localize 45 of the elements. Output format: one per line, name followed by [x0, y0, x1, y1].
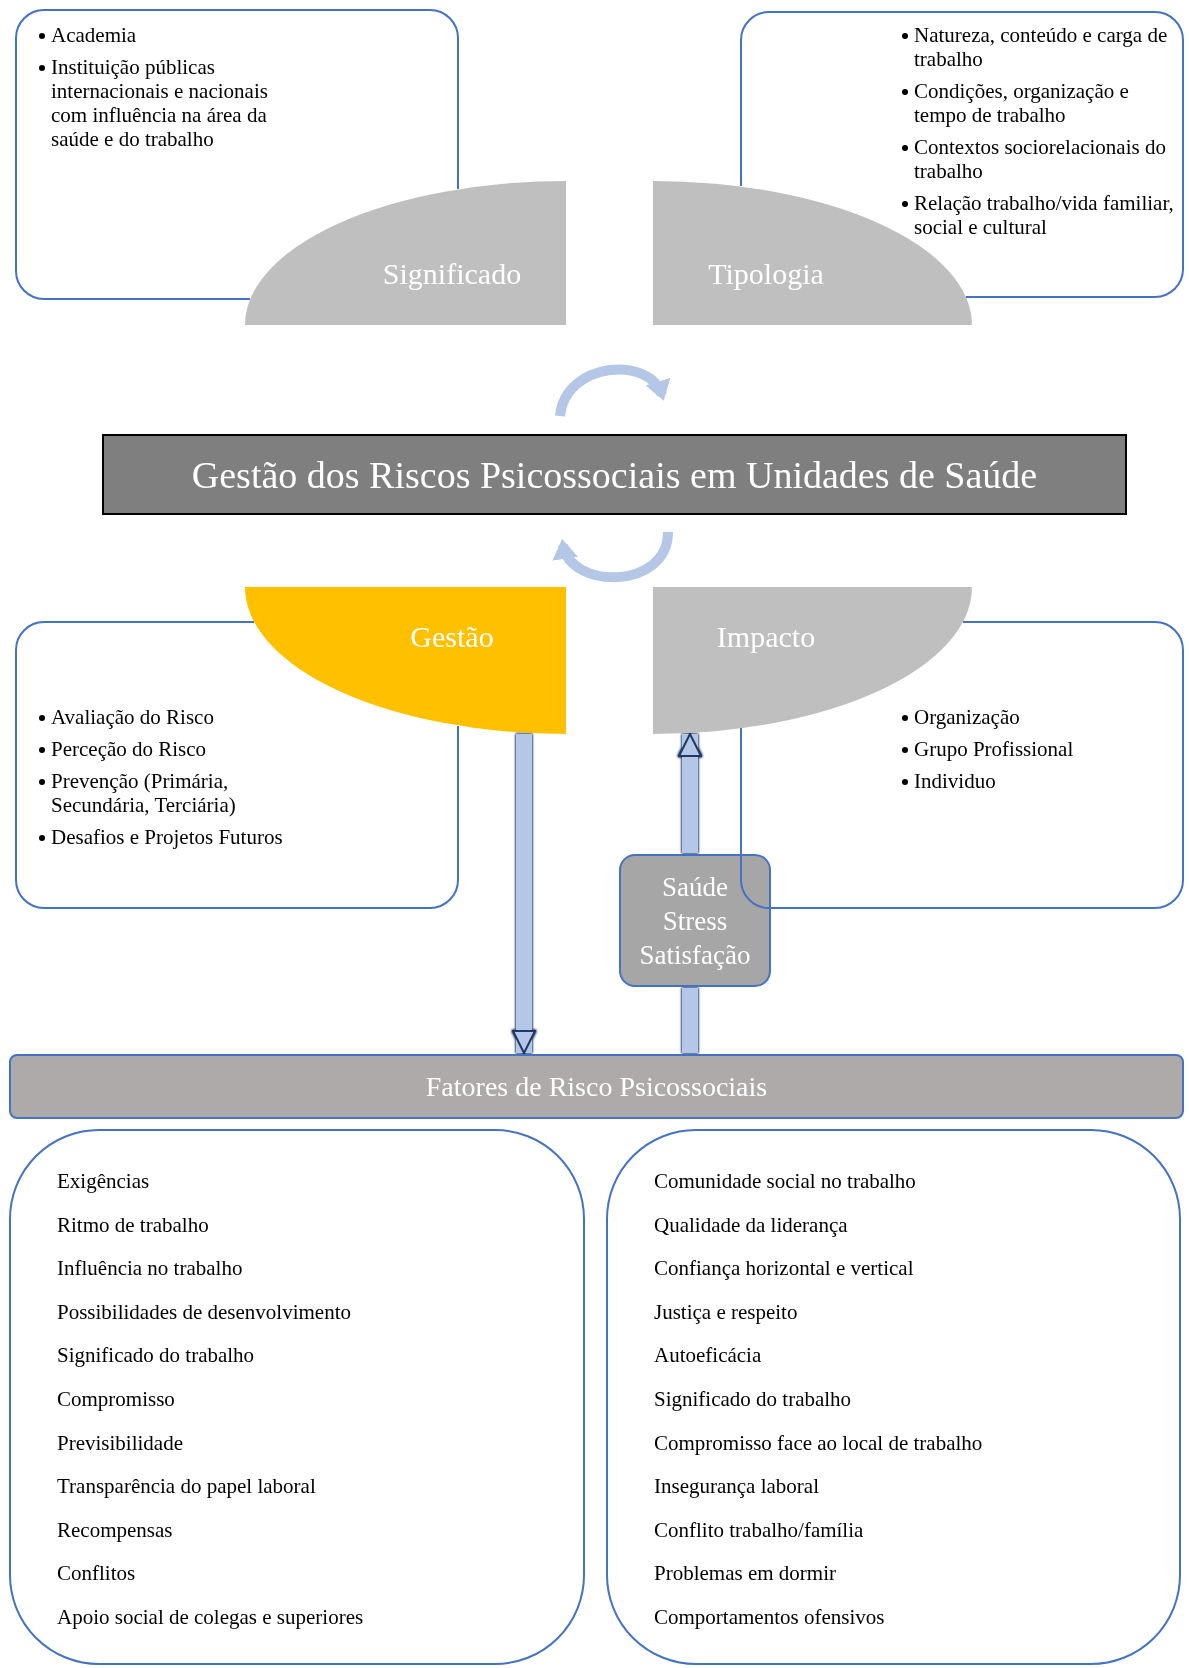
list-item: Comportamentos ofensivos	[654, 1605, 885, 1629]
bullet-item: Instituição públicas internacionais e nacionais com influência na área da saúde e do trabalho	[51, 55, 268, 151]
list-item: Compromisso	[57, 1387, 175, 1411]
block-arrow	[512, 733, 536, 1054]
bullet-item: Individuo	[914, 769, 996, 793]
bullet-item: Organização	[914, 705, 1020, 729]
list-item: Previsibilidade	[57, 1430, 183, 1455]
list-item: Justiça e respeito	[654, 1299, 798, 1324]
list-item: Confiança horizontal e vertical	[654, 1256, 914, 1281]
list-item: Recompensas	[57, 1517, 173, 1542]
list-item: Compromisso face ao local de trabalho	[654, 1430, 983, 1455]
bullet-item: Grupo Profissional	[914, 737, 1074, 761]
shape-label: Significado	[382, 257, 522, 291]
bullet-item: Avaliação do Risco	[51, 705, 214, 729]
bullet-item: Desafios e Projetos Futuros	[51, 825, 283, 849]
title-bar: Gestão dos Riscos Psicossociais em Unidades de Saúde	[102, 434, 1127, 515]
list-item: Significado do trabalho	[654, 1387, 852, 1411]
list-item: Conflito trabalho/família	[654, 1517, 864, 1542]
list-item: Exigências	[57, 1169, 150, 1193]
list-item: Possibilidades de desenvolvimento	[57, 1299, 351, 1324]
list-item: Conflitos	[57, 1561, 136, 1586]
bullet-item: Natureza, conteúdo e carga de trabalho	[914, 23, 1168, 71]
header-bar: Fatores de Risco Psicossociais	[9, 1054, 1184, 1119]
list-item: Autoeficácia	[654, 1343, 762, 1368]
factor-panel	[606, 1129, 1181, 1665]
bullet-item: Condições, organização e tempo de trabalho	[914, 79, 1129, 127]
bullet-item: Perceção do Risco	[51, 737, 207, 761]
shape-label: Impacto	[716, 620, 816, 654]
list-item: Comunidade social no trabalho	[654, 1169, 916, 1193]
list-item: Problemas em dormir	[654, 1561, 836, 1586]
shape-label: Gestão	[410, 620, 494, 654]
list-item: Transparência do papel laboral	[57, 1474, 316, 1499]
list-item: Qualidade da liderança	[654, 1212, 848, 1237]
list-item: Ritmo de trabalho	[57, 1212, 209, 1237]
factor-panel	[9, 1129, 585, 1665]
list-item: Apoio social de colegas e superiores	[57, 1605, 364, 1629]
list-item: Significado do trabalho	[57, 1343, 255, 1368]
bullet-item: Relação trabalho/vida familiar, social e cultural	[914, 191, 1174, 239]
shape-label: Tipologia	[708, 257, 824, 291]
list-item: Insegurança laboral	[654, 1474, 819, 1499]
bullet-item: Academia	[51, 23, 137, 47]
bullet-item: Prevenção (Primária, Secundária, Terciária)	[51, 769, 236, 817]
list-item: Influência no trabalho	[57, 1256, 243, 1281]
outcome-box: Saúde Stress Satisfação	[619, 854, 771, 987]
bullet-item: Contextos sociorelacionais do trabalho	[914, 135, 1166, 183]
